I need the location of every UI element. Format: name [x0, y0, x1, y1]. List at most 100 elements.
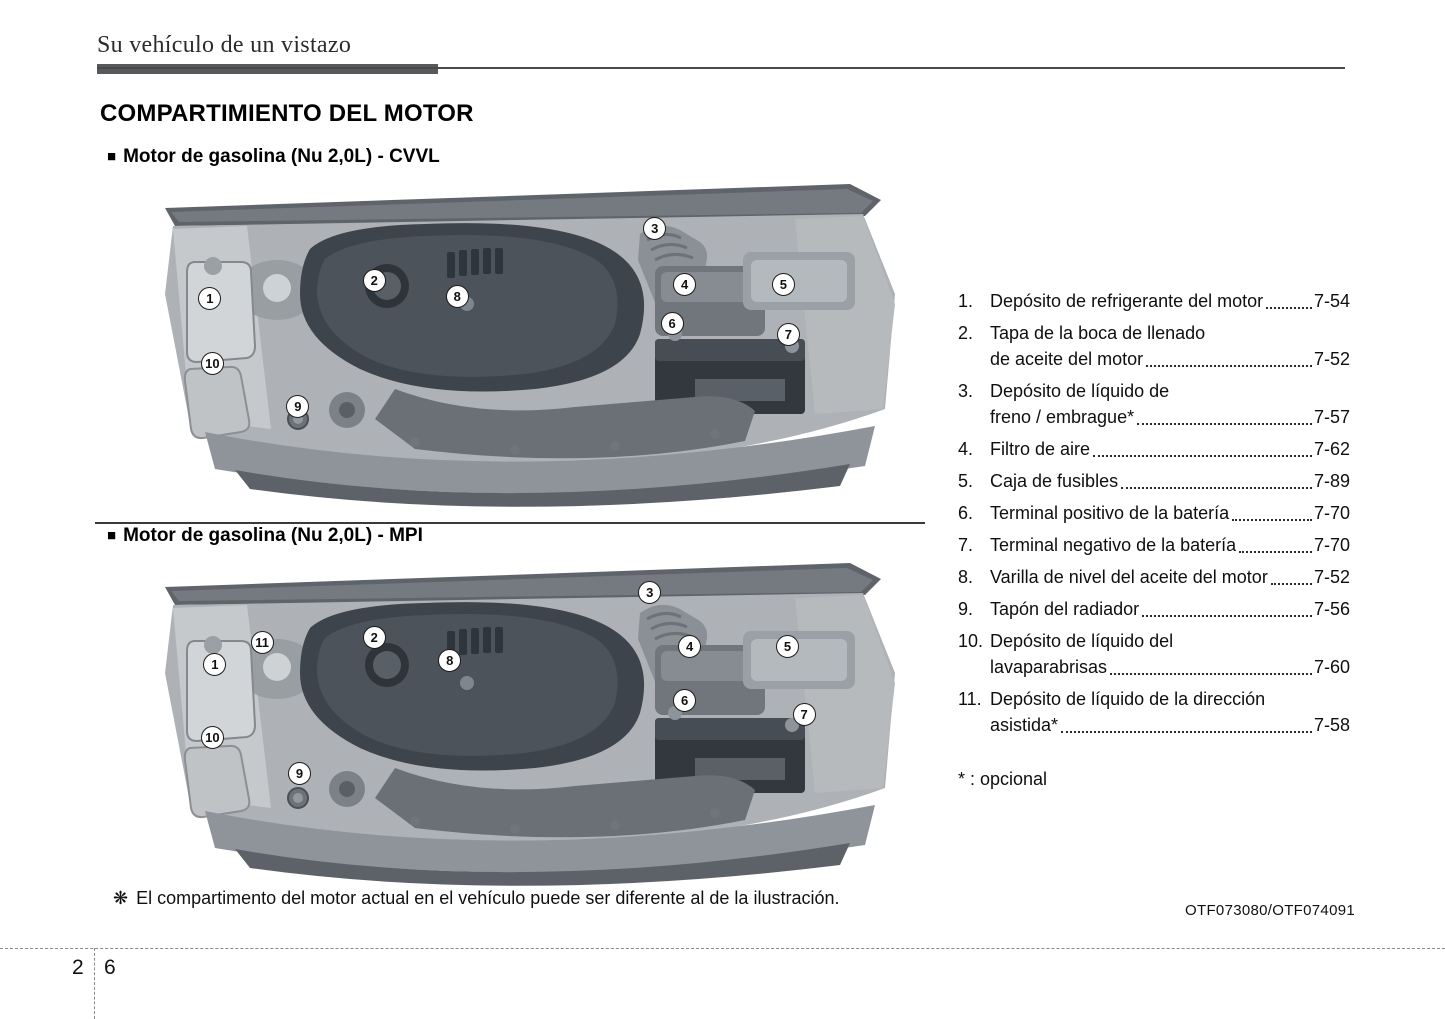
figure-caption: ■ Motor de gasolina (Nu 2,0L) - CVVL	[95, 146, 925, 172]
callout-9: 9	[288, 762, 311, 786]
legend-item-number: 9.	[958, 599, 974, 619]
figure-disclaimer: ❋ El compartimento del motor actual en el…	[113, 888, 943, 909]
callout-5: 5	[771, 273, 795, 297]
callout-7: 7	[776, 323, 800, 347]
legend-item-pageref: 7-70	[1313, 503, 1350, 523]
dot-leader	[1142, 615, 1312, 617]
legend-item-number: 6.	[958, 503, 974, 523]
square-bullet-icon: ■	[107, 148, 117, 165]
callout-9: 9	[286, 394, 310, 418]
callout-4: 4	[673, 273, 697, 297]
legend-item-text: Tapa de la boca de llenado	[990, 323, 1206, 343]
callout-6: 6	[660, 312, 684, 336]
legend-item-number: 5.	[958, 471, 974, 491]
legend-item-text: Terminal negativo de la batería	[990, 535, 1237, 555]
legend-item-number: 3.	[958, 381, 974, 401]
callout-6: 6	[673, 689, 697, 712]
callout-2: 2	[362, 625, 386, 649]
legend-item: 8. Varilla de nivel del aceite del motor 7…	[958, 564, 1350, 590]
callout-8: 8	[445, 285, 469, 309]
legend-item-text: Terminal positivo de la batería	[990, 503, 1230, 523]
figure-caption-text: Motor de gasolina (Nu 2,0L) - MPI	[123, 525, 423, 546]
legend-item-number: 8.	[958, 567, 974, 587]
page-title: COMPARTIMIENTO DEL MOTOR	[100, 100, 474, 127]
legend-item-text: asistida*	[990, 715, 1059, 735]
callout-11: 11	[250, 631, 274, 655]
legend-item-number: 1.	[958, 291, 974, 311]
dot-leader	[1121, 487, 1312, 489]
legend-item-number: 11.	[958, 689, 982, 709]
legend-item: 4. Filtro de aire 7-62	[958, 436, 1350, 462]
legend-item: 1. Depósito de refrigerante del motor 7-54	[958, 288, 1350, 314]
callout-3: 3	[643, 216, 667, 240]
legend-item: 7. Terminal negativo de la batería 7-70	[958, 532, 1350, 558]
legend-item: 5. Caja de fusibles 7-89	[958, 468, 1350, 494]
dot-leader	[1270, 583, 1312, 585]
dot-leader	[1146, 365, 1312, 367]
asterisk-flower-icon: ❋	[113, 888, 129, 908]
callout-1: 1	[203, 653, 227, 677]
callout-2: 2	[362, 268, 386, 292]
illustration-code: OTF073080/OTF074091	[1185, 902, 1355, 919]
callout-3: 3	[638, 581, 662, 605]
legend-item-pageref: 7-60	[1313, 657, 1350, 677]
legend-item-pageref: 7-52	[1313, 349, 1350, 369]
dot-leader	[1239, 551, 1312, 553]
legend-item-pageref: 7-89	[1313, 471, 1350, 491]
legend-item-pageref: 7-58	[1313, 715, 1350, 735]
legend-item: 2. Tapa de la boca de llenado de aceite de…	[958, 320, 1350, 372]
dot-leader	[1061, 731, 1312, 733]
legend-item-text: Filtro de aire	[990, 439, 1091, 459]
callout-8: 8	[438, 648, 462, 672]
dot-leader	[1110, 673, 1312, 675]
trim-dash-vertical	[94, 948, 95, 1019]
legend-item-text: Depósito de refrigerante del motor	[990, 291, 1264, 311]
figure-disclaimer-text: El compartimento del motor actual en el …	[136, 888, 840, 908]
legend-list: 1. Depósito de refrigerante del motor 7-54…	[958, 288, 1350, 792]
legend-item-text: lavaparabrisas	[990, 657, 1108, 677]
callout-10: 10	[200, 352, 224, 376]
legend-item: 6. Terminal positivo de la batería 7-70	[958, 500, 1350, 526]
engine-bay-canvas: 1 2 3 4 5 6 7 8 9 10	[95, 174, 925, 519]
legend-footnote: * : opcional	[958, 769, 1048, 789]
legend-item-text: Varilla de nivel del aceite del motor	[990, 567, 1268, 587]
heading-rule	[97, 67, 1345, 69]
dot-leader	[1137, 423, 1312, 425]
legend-item-pageref: 7-70	[1313, 535, 1350, 555]
legend-item-text: Depósito de líquido del	[990, 631, 1174, 651]
legend-item-number: 7.	[958, 535, 974, 555]
figure-engine-cvvl: ■ Motor de gasolina (Nu 2,0L) - CVVL 1 2 3 4…	[95, 146, 925, 519]
legend-item-pageref: 7-62	[1313, 439, 1350, 459]
callout-1: 1	[198, 286, 222, 310]
figure-caption-text: Motor de gasolina (Nu 2,0L) - CVVL	[123, 146, 440, 167]
legend-item-number: 2.	[958, 323, 974, 343]
dot-leader	[1093, 455, 1312, 457]
page-number-section: 2	[72, 956, 84, 979]
legend-item-text: Caja de fusibles	[990, 471, 1119, 491]
callout-5: 5	[776, 634, 800, 658]
legend-item-pageref: 7-52	[1313, 567, 1350, 587]
figure-caption: ■ Motor de gasolina (Nu 2,0L) - MPI	[95, 525, 925, 551]
heading-accent-bar	[97, 64, 438, 74]
legend-item: 11. Depósito de líquido de la dirección as…	[958, 686, 1350, 738]
legend-items: 1. Depósito de refrigerante del motor 7-54…	[958, 288, 1350, 738]
dot-leader	[1266, 307, 1312, 309]
callout-10: 10	[200, 725, 224, 749]
trim-dash-horizontal	[0, 948, 1445, 949]
legend-item-text: Depósito de líquido de	[990, 381, 1170, 401]
figure-divider	[95, 522, 925, 524]
legend-item-text: Tapón del radiador	[990, 599, 1140, 619]
legend-item-text: de aceite del motor	[990, 349, 1144, 369]
legend-item-number: 4.	[958, 439, 974, 459]
square-bullet-icon: ■	[107, 527, 117, 544]
callout-7: 7	[792, 703, 816, 727]
legend-item-text: Depósito de líquido de la dirección	[990, 689, 1266, 709]
legend-item-pageref: 7-54	[1313, 291, 1350, 311]
